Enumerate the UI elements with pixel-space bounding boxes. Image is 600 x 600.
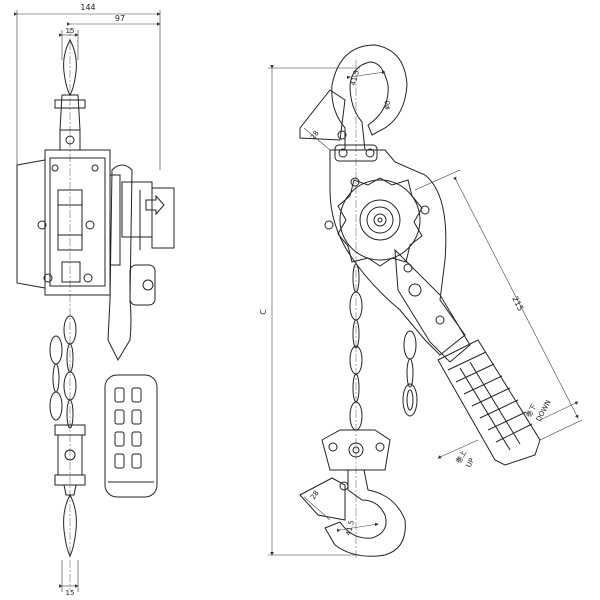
side-chain	[49, 315, 77, 429]
side-brake-knob	[121, 181, 175, 250]
front-gear-wheel	[337, 177, 423, 267]
dimension-handle-length: 215	[414, 169, 583, 441]
front-lever-arm	[394, 248, 471, 363]
height-label: C	[259, 309, 268, 315]
handle-length-label: 215	[510, 295, 525, 313]
front-bottom-hook: 28 41.5	[299, 469, 406, 557]
dimension-height: C	[259, 65, 360, 556]
front-view: C 41.5 φ0 28	[259, 44, 583, 560]
bottom-latch-length-label: 28	[309, 489, 321, 501]
front-top-hook: 41.5 φ0 28	[299, 44, 408, 151]
bottom-hook-opening-label: 41.5	[344, 519, 356, 536]
dimension-bottom-hook-width: 15	[59, 560, 79, 597]
offset-width-label: 97	[115, 14, 125, 23]
overall-width-label: 144	[80, 3, 95, 12]
dimension-overall-width: 144	[14, 3, 161, 170]
up-label-en: UP	[465, 457, 476, 469]
side-bottom-hook	[54, 424, 86, 558]
side-body-housing	[16, 149, 121, 296]
side-lever	[107, 164, 156, 362]
up-direction: 巻上 UP	[437, 439, 479, 469]
direction-arrow-icon	[145, 194, 165, 216]
side-handle-grip	[104, 374, 158, 498]
front-slack-chain	[402, 330, 418, 417]
dimension-offset-width: 97	[67, 14, 161, 26]
bottom-hook-width-label: 15	[66, 589, 75, 597]
top-latch-length-label: 28	[309, 129, 321, 141]
front-body	[324, 144, 466, 356]
top-hook-diameter-label: φ0	[382, 100, 392, 111]
side-view: 144 97 15	[14, 3, 175, 597]
front-bottom-block	[321, 429, 391, 471]
top-hook-opening-label: 41.5	[349, 69, 361, 86]
down-label-en: DOWN	[535, 399, 553, 423]
